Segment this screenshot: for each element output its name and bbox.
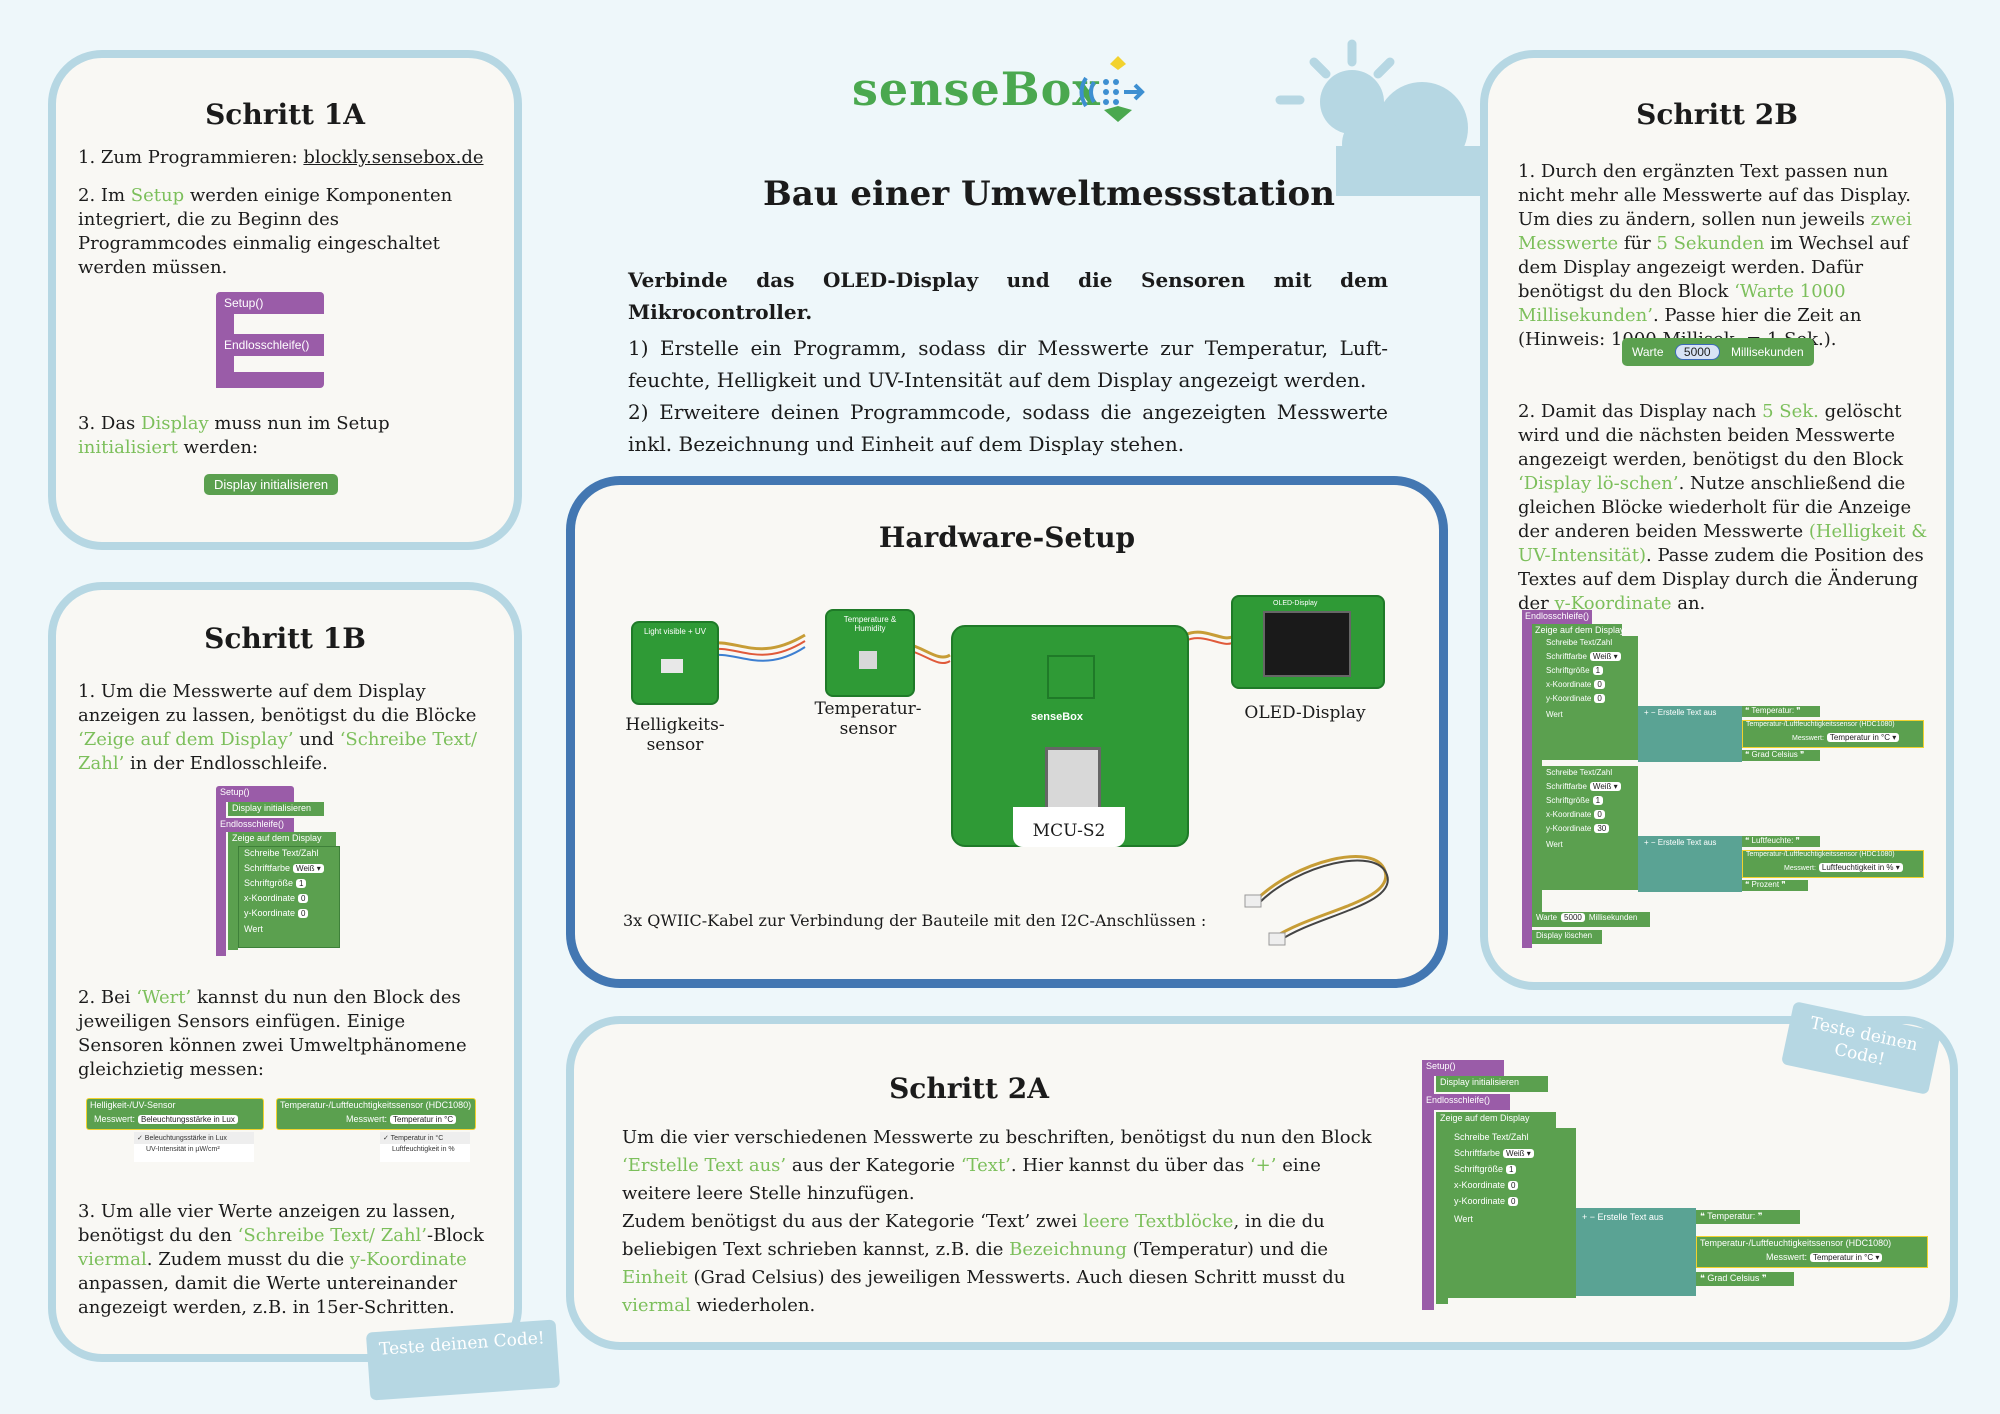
paragraph-2: Zudem benötigst du aus der Kategorie ‘Te… bbox=[622, 1211, 1346, 1316]
temp-sensor-board: Temperature & Humidity bbox=[825, 609, 915, 697]
blk-loop: Endlosschleife() bbox=[216, 818, 294, 832]
mcu-label-box bbox=[1013, 807, 1125, 847]
card-schritt-2a: Schritt 2A Um die vier verschiedenen Mes… bbox=[566, 1016, 1958, 1350]
intro-task-1: 1) Erstelle ein Programm, sodass dir Mes… bbox=[628, 336, 1388, 392]
card-title: Schritt 2A bbox=[889, 1072, 1049, 1105]
step-3: 3. Um alle vier Werte anzeigen zu lassen… bbox=[78, 1201, 484, 1318]
page-title: Bau einer Umweltmessstation bbox=[763, 174, 1335, 214]
label-temp-sensor: Temperatur-sensor bbox=[814, 699, 922, 739]
card-body: 1. Zum Programmieren: blockly.sensebox.d… bbox=[78, 146, 488, 294]
sun-cloud-icon bbox=[1272, 36, 1492, 196]
step-2: 2. Damit das Display nach 5 Sek. gelösch… bbox=[1518, 401, 1928, 614]
senseBox-logo: senseBox bbox=[852, 56, 1145, 122]
cable-description: 3x QWIIC-Kabel zur Verbindung der Bautei… bbox=[623, 911, 1207, 930]
setup-loop-block: Setup() Endlosschleife() bbox=[216, 292, 330, 388]
blk-setup: Setup() bbox=[216, 786, 294, 802]
blk-val: Wert bbox=[244, 924, 263, 934]
blockly-stack: Setup() Display initialisieren Endlossch… bbox=[216, 786, 346, 956]
sensor-block-light: Helligkeit-/UV-Sensor Messwert:Beleuchtu… bbox=[86, 1098, 264, 1162]
step-1: 1. Um die Messwerte auf dem Display anze… bbox=[78, 681, 478, 774]
intro-text: Verbinde das OLED-Display und die Sensor… bbox=[628, 264, 1388, 460]
step-2: 2. Bei ‘Wert’ kannst du nun den Block de… bbox=[78, 987, 467, 1080]
blk-write: Schreibe Text/Zahl bbox=[244, 848, 319, 858]
paragraph-1: Um die vier verschiedenen Messwerte zu b… bbox=[622, 1127, 1372, 1204]
blk-show: Zeige auf dem Display bbox=[228, 832, 336, 846]
display-init-block: Display initialisieren bbox=[204, 474, 339, 495]
card-body: Um die vier verschiedenen Messwerte zu b… bbox=[622, 1124, 1382, 1320]
blockly-stack-2a: Setup() Display initialisieren Endlossch… bbox=[1422, 1060, 1932, 1310]
block-setup-label: Setup() bbox=[224, 296, 264, 310]
card-hardware-setup: Hardware-Setup Light visible + UV Hellig… bbox=[566, 476, 1448, 988]
card-title: Hardware-Setup bbox=[878, 521, 1136, 554]
oled-board: OLED-Display bbox=[1231, 595, 1385, 689]
wait-block: Warte 5000 Millisekunden bbox=[1622, 338, 1814, 366]
step-1: 1. Zum Programmieren: blockly.sensebox.d… bbox=[78, 147, 484, 168]
logo-text: senseBox bbox=[852, 62, 1101, 116]
logo-mark-icon bbox=[1079, 56, 1145, 122]
card-title: Schritt 2B bbox=[1636, 98, 1798, 131]
intro-bold: Verbinde das OLED-Display und die Sensor… bbox=[628, 268, 1388, 324]
step-3: 3. Das Display muss nun im Setup initial… bbox=[78, 413, 390, 458]
step-1: 1. Durch den ergänzten Text passen nun n… bbox=[1518, 161, 1912, 350]
card-title: Schritt 1A bbox=[205, 98, 365, 131]
blockly-link[interactable]: blockly.sensebox.de bbox=[303, 147, 484, 168]
sensor-block-temp: Temperatur-/Luftfeuchtigkeitssensor (HDC… bbox=[276, 1098, 476, 1162]
label-mcu: MCU-S2 bbox=[1032, 821, 1106, 841]
card-schritt-1a: Schritt 1A 1. Zum Programmieren: blockly… bbox=[48, 50, 522, 550]
blockly-stack-2b: Endlosschleife() Zeige auf dem Display S… bbox=[1522, 610, 1932, 950]
card-title: Schritt 1B bbox=[204, 622, 366, 655]
card-schritt-1b: Schritt 1B 1. Um die Messwerte auf dem D… bbox=[48, 582, 522, 1362]
intro-task-2: 2) Erweitere deinen Programmcode, sodass… bbox=[628, 400, 1388, 456]
stamp-test-code: Teste deinen Code! bbox=[365, 1319, 561, 1401]
qwiic-cable-icon bbox=[1244, 855, 1389, 946]
mcu-board: senseBox bbox=[951, 625, 1189, 847]
label-light-sensor: Helligkeits-sensor bbox=[625, 715, 725, 755]
blk-init: Display initialisieren bbox=[228, 802, 324, 816]
block-loop-label: Endlosschleife() bbox=[224, 338, 310, 352]
step-2: 2. Im Setup werden einige Komponenten in… bbox=[78, 185, 453, 278]
light-sensor-board: Light visible + UV bbox=[631, 621, 719, 705]
card-schritt-2b: Schritt 2B 1. Durch den ergänzten Text p… bbox=[1480, 50, 1954, 990]
label-oled: OLED-Display bbox=[1244, 703, 1366, 723]
